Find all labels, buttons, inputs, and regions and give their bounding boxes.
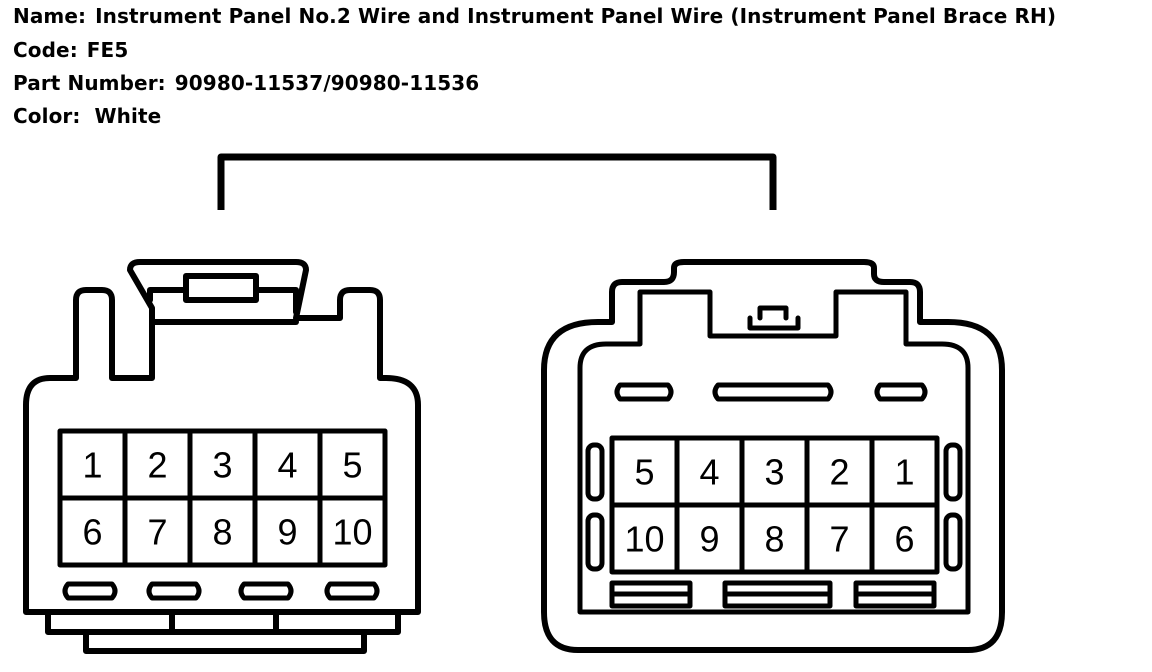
right-top-slot-1 — [614, 382, 674, 402]
left-latch — [183, 273, 259, 303]
right-pin-number: 6 — [894, 519, 914, 560]
left-rib-3 — [238, 581, 294, 601]
part-number-label: Part Number: — [13, 71, 166, 95]
right-pin-number: 5 — [634, 452, 654, 493]
right-latch — [747, 305, 801, 331]
code-value: FE5 — [86, 38, 129, 62]
right-inner-outline — [577, 289, 971, 615]
color-label: Color: — [13, 104, 81, 128]
left-bottom-ribs — [62, 581, 380, 601]
right-top-slot-2 — [712, 382, 834, 402]
left-rib-4 — [324, 581, 380, 601]
left-rib-1 — [62, 581, 118, 601]
left-pin-number: 5 — [342, 445, 362, 486]
right-connector-housing — [541, 259, 1005, 653]
code-row: Code: FE5 — [13, 38, 128, 62]
right-pin-number: 3 — [764, 452, 784, 493]
left-base — [83, 629, 367, 654]
color-row: Color: White — [13, 104, 161, 128]
left-connector-housing — [23, 259, 421, 615]
left-pin-number: 1 — [82, 445, 102, 486]
right-top-slots — [614, 382, 928, 402]
left-rib-2 — [146, 581, 202, 601]
right-pin-number: 4 — [699, 452, 719, 493]
code-label: Code: — [13, 38, 78, 62]
right-pin-number: 10 — [624, 519, 664, 560]
left-skirt — [45, 609, 401, 635]
left-pin-number: 6 — [82, 512, 102, 553]
left-pin-number: 4 — [277, 445, 297, 486]
right-rib-2 — [722, 580, 833, 609]
right-side-slot-4 — [943, 512, 963, 572]
left-pin-number: 9 — [277, 512, 297, 553]
right-bottom-ribs — [609, 580, 937, 609]
right-pin-number: 9 — [699, 519, 719, 560]
right-pin-number: 1 — [894, 452, 914, 493]
right-pin-number: 2 — [829, 452, 849, 493]
left-connector: 1 2 3 4 5 6 7 8 9 10 — [23, 259, 421, 654]
left-pin-number: 2 — [147, 445, 167, 486]
part-number-row: Part Number: 90980-11537/90980-11536 — [13, 71, 479, 95]
left-latch-arms — [147, 287, 299, 315]
right-rib-1 — [609, 580, 693, 609]
left-pin-grid: 1 2 3 4 5 6 7 8 9 10 — [57, 428, 388, 568]
left-pin-number: 10 — [332, 512, 372, 553]
left-pin-number: 7 — [147, 512, 167, 553]
connector-link-bracket — [217, 153, 777, 210]
name-row: Name: Instrument Panel No.2 Wire and Inst… — [13, 4, 1056, 28]
right-side-slot-1 — [585, 442, 605, 502]
right-pin-number: 7 — [829, 519, 849, 560]
left-pin-number: 8 — [212, 512, 232, 553]
right-pin-cell — [869, 502, 940, 575]
right-pin-grid: 5 4 3 2 1 10 9 8 7 6 — [609, 435, 940, 575]
right-rib-3 — [853, 580, 937, 609]
name-label: Name: — [13, 4, 87, 28]
color-value: White — [94, 104, 162, 128]
right-top-slot-3 — [874, 382, 928, 402]
right-side-slot-3 — [943, 442, 963, 502]
name-value: Instrument Panel No.2 Wire and Instrumen… — [95, 4, 1057, 28]
right-connector: 5 4 3 2 1 10 9 8 7 6 — [541, 259, 1005, 653]
right-side-slot-2 — [585, 512, 605, 572]
left-pin-cell — [317, 495, 388, 568]
right-pin-number: 8 — [764, 519, 784, 560]
right-side-slots — [585, 442, 963, 572]
left-pin-number: 3 — [212, 445, 232, 486]
part-number-value: 90980-11537/90980-11536 — [174, 71, 480, 95]
